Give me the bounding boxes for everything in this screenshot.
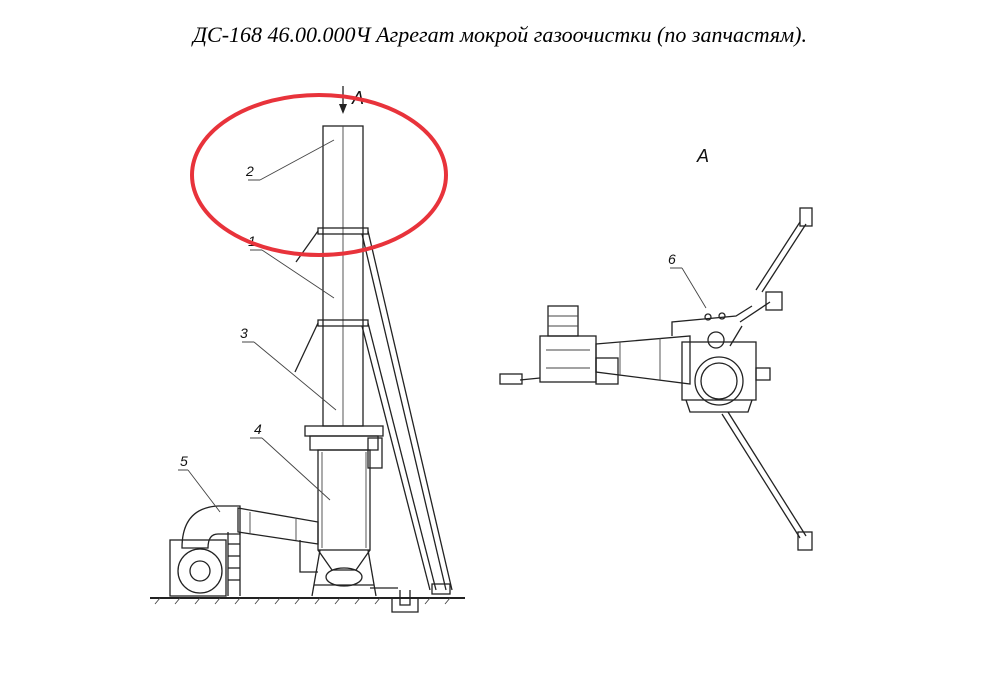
fan-housing <box>177 548 223 594</box>
plan-guy-left <box>519 377 541 381</box>
plan-guy-lower-2 <box>721 413 801 539</box>
callout-2: 2 <box>245 163 254 179</box>
plan-fan-flange <box>595 357 619 385</box>
fan-frame <box>169 539 227 597</box>
highlight-ellipse <box>190 93 448 257</box>
scrubber-side-nozzle <box>367 437 383 469</box>
support-leg-right <box>367 549 377 597</box>
guy-wire-lower-right-2 <box>361 325 431 591</box>
sludge-valve <box>325 567 363 587</box>
drawing-title: ДС-168 46.00.000Ч Агрегат мокрой газоочи… <box>193 22 807 47</box>
drain-pit <box>391 598 419 613</box>
scrubber-cone <box>317 549 371 571</box>
plan-side-nozzle <box>755 367 771 381</box>
motor-body <box>539 335 597 383</box>
plan-view-a: A <box>499 146 813 551</box>
callout-6: 6 <box>668 251 676 267</box>
plan-guy-top <box>761 223 807 293</box>
plan-hatch <box>707 331 725 349</box>
plan-scrubber-box <box>681 341 757 401</box>
plan-anchor-lower <box>797 531 813 551</box>
view-arrow-icon <box>339 104 347 114</box>
guy-wire-upper-right <box>367 230 453 591</box>
plan-anchor-upper-right <box>765 291 783 311</box>
plan-scrubber-shell <box>694 356 744 406</box>
guy-wire-upper-right-2 <box>361 233 447 591</box>
plan-scrubber-inner <box>700 362 738 400</box>
plan-anchor-left <box>499 373 523 385</box>
leader-1 <box>250 249 335 299</box>
plan-brace <box>729 325 743 347</box>
scrubber-flange <box>304 425 384 437</box>
water-pipe <box>299 540 318 573</box>
leader-5 <box>178 469 221 513</box>
view-a-label: A <box>696 146 709 166</box>
plan-anchor-top <box>799 207 813 227</box>
guy-anchor <box>431 583 451 595</box>
callout-3: 3 <box>240 325 248 341</box>
motor-top <box>547 305 579 337</box>
plan-duct <box>595 335 691 385</box>
plan-water-pipe <box>671 305 753 336</box>
guy-wire-upper-left <box>295 230 319 263</box>
plan-guy-top-2 <box>755 221 801 291</box>
guy-wire-lower-left <box>294 322 319 373</box>
fan-hub <box>189 560 211 582</box>
drain-pipe <box>399 590 411 606</box>
fan-elbow <box>181 505 241 549</box>
plan-scrubber-base <box>685 399 753 413</box>
scrubber-body <box>317 449 371 551</box>
leader-3 <box>242 341 337 411</box>
leader-2 <box>248 139 335 181</box>
ground-hatching <box>154 597 451 605</box>
callout-5: 5 <box>180 453 188 469</box>
plan-guy-upper-right <box>739 301 771 323</box>
leader-6 <box>670 267 707 309</box>
leader-4 <box>250 437 331 501</box>
support-leg-left <box>311 549 321 597</box>
plan-guy-lower <box>727 411 807 537</box>
guy-wire-lower-right <box>367 322 437 591</box>
callout-4: 4 <box>254 421 262 437</box>
ladder <box>227 532 241 596</box>
elevation-view: A 2 1 3 4 5 <box>150 86 465 613</box>
inlet-duct <box>237 507 319 545</box>
